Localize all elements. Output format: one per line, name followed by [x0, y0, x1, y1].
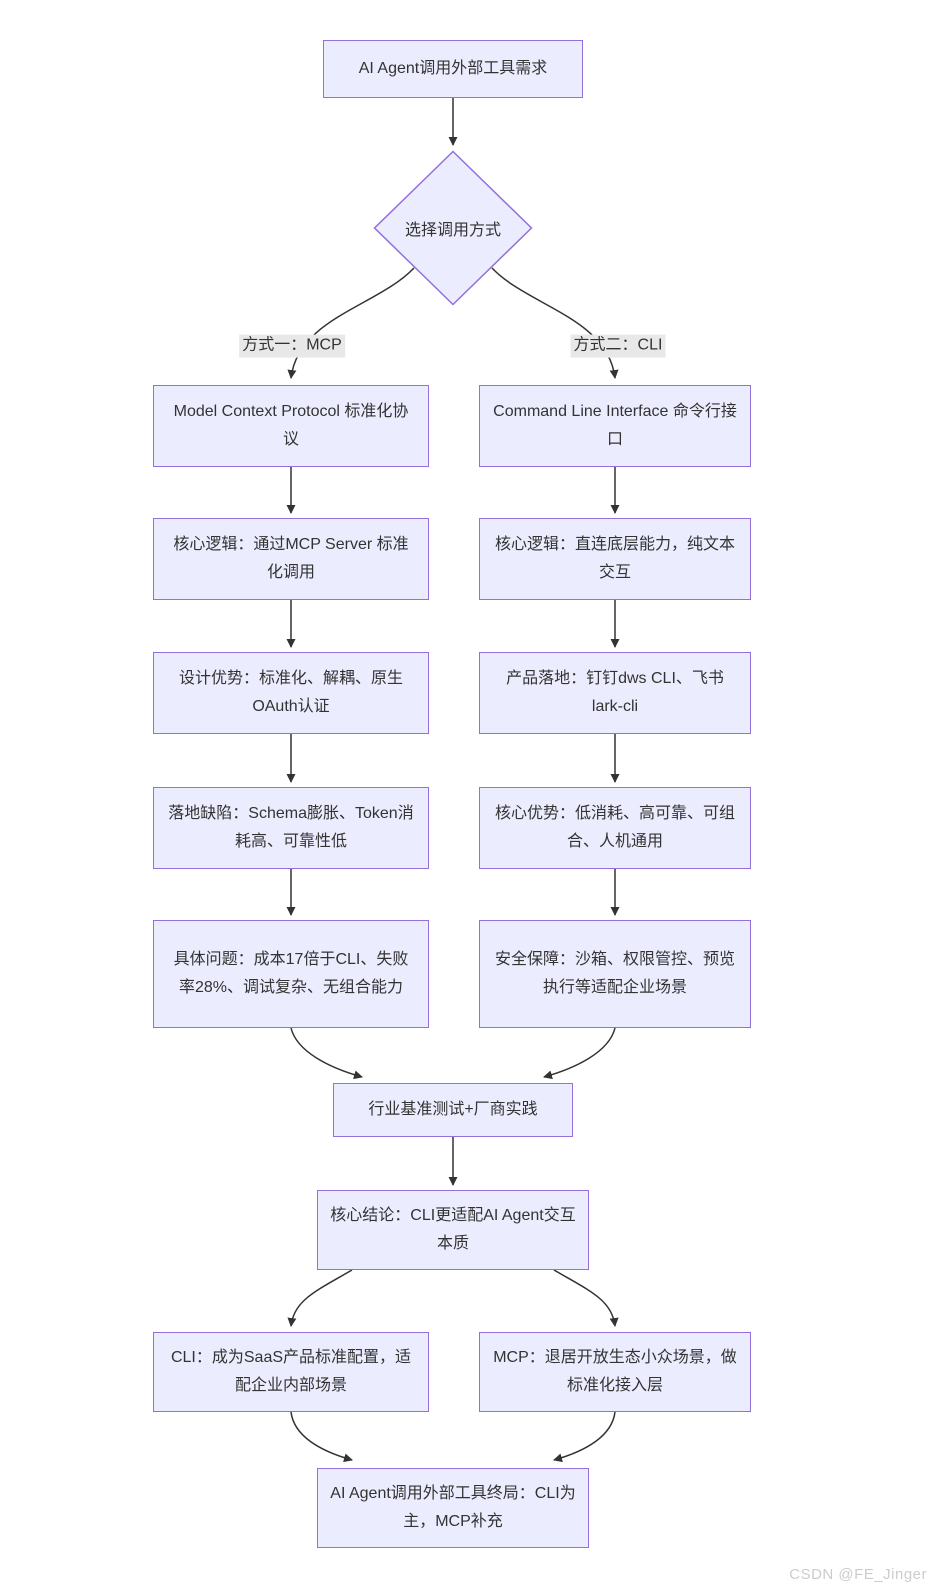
edge-label-cli: 方式二：CLI [570, 334, 666, 358]
node-start: AI Agent调用外部工具需求 [323, 40, 583, 98]
edge-outcomecli-final [290, 1411, 353, 1463]
node-cli-advantages: 核心优势：低消耗、高可靠、可组合、人机通用 [479, 787, 751, 869]
node-outcome-mcp: MCP：退居开放生态小众场景，做标准化接入层 [479, 1332, 751, 1412]
edge-outcomemcp-final [553, 1411, 616, 1463]
edge-conclusion-outcomecli [287, 1269, 353, 1327]
node-cli-security: 安全保障：沙箱、权限管控、预览执行等适配企业场景 [479, 920, 751, 1028]
node-cli-products: 产品落地：钉钉dws CLI、飞书lark-cli [479, 652, 751, 734]
node-final: AI Agent调用外部工具终局：CLI为主，MCP补充 [317, 1468, 589, 1548]
edge-conclusion-outcomemcp [553, 1269, 619, 1327]
diamond-shape [373, 150, 533, 306]
watermark: CSDN @FE_Jinger [789, 1566, 927, 1583]
edge-label-mcp: 方式一：MCP [239, 334, 345, 358]
node-benchmark: 行业基准测试+厂商实践 [333, 1083, 573, 1137]
node-mcp-design-advantage: 设计优势：标准化、解耦、原生OAuth认证 [153, 652, 429, 734]
node-decision-label: 选择调用方式 [404, 222, 501, 239]
node-mcp-protocol: Model Context Protocol 标准化协议 [153, 385, 429, 467]
node-mcp-core-logic: 核心逻辑：通过MCP Server 标准化调用 [153, 518, 429, 600]
node-cli-core-logic: 核心逻辑：直连底层能力，纯文本交互 [479, 518, 751, 600]
node-mcp-problems: 具体问题：成本17倍于CLI、失败率28%、调试复杂、无组合能力 [153, 920, 429, 1028]
edge-mcp5-merge [290, 1027, 363, 1080]
node-conclusion: 核心结论：CLI更适配AI Agent交互本质 [317, 1190, 589, 1270]
node-mcp-defects: 落地缺陷：Schema膨胀、Token消耗高、可靠性低 [153, 787, 429, 869]
node-outcome-cli: CLI：成为SaaS产品标准配置，适配企业内部场景 [153, 1332, 429, 1412]
node-decision: 选择调用方式 [373, 150, 533, 306]
node-start-label: AI Agent调用外部工具需求 [358, 60, 548, 77]
edge-cli5-merge [543, 1027, 616, 1080]
node-cli-interface: Command Line Interface 命令行接口 [479, 385, 751, 467]
